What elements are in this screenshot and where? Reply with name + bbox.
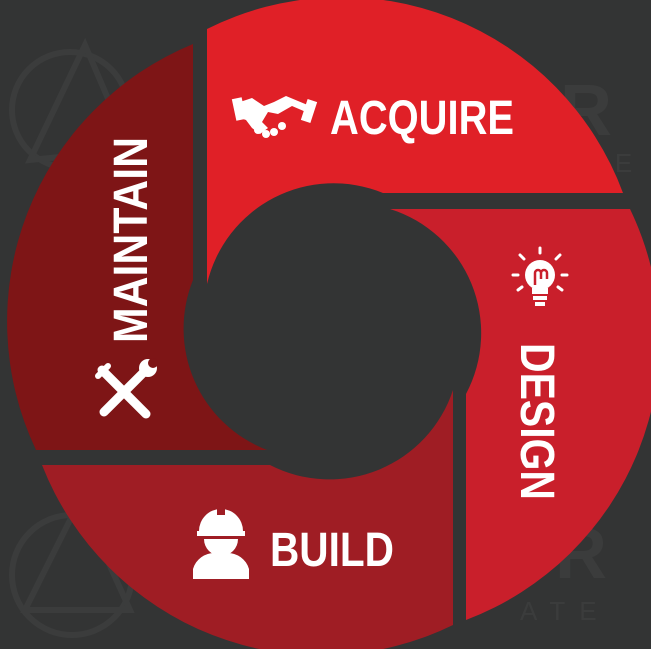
svg-text:ATE: ATE [520,596,611,626]
segment-maintain [7,44,267,450]
wrench-screwdriver-icon [95,358,158,419]
segment-acquire [207,0,623,284]
handshake-icon [231,96,318,138]
segment-design [390,209,651,620]
lightbulb-icon [511,246,569,306]
construction-worker-icon [193,505,249,579]
segment-label-acquire: ACQUIRE [330,92,514,145]
segment-label-build: BUILD [270,524,394,577]
segment-build [42,390,453,649]
segment-label-design: DESIGN [510,343,563,500]
segment-label-maintain: MAINTAIN [105,137,158,343]
